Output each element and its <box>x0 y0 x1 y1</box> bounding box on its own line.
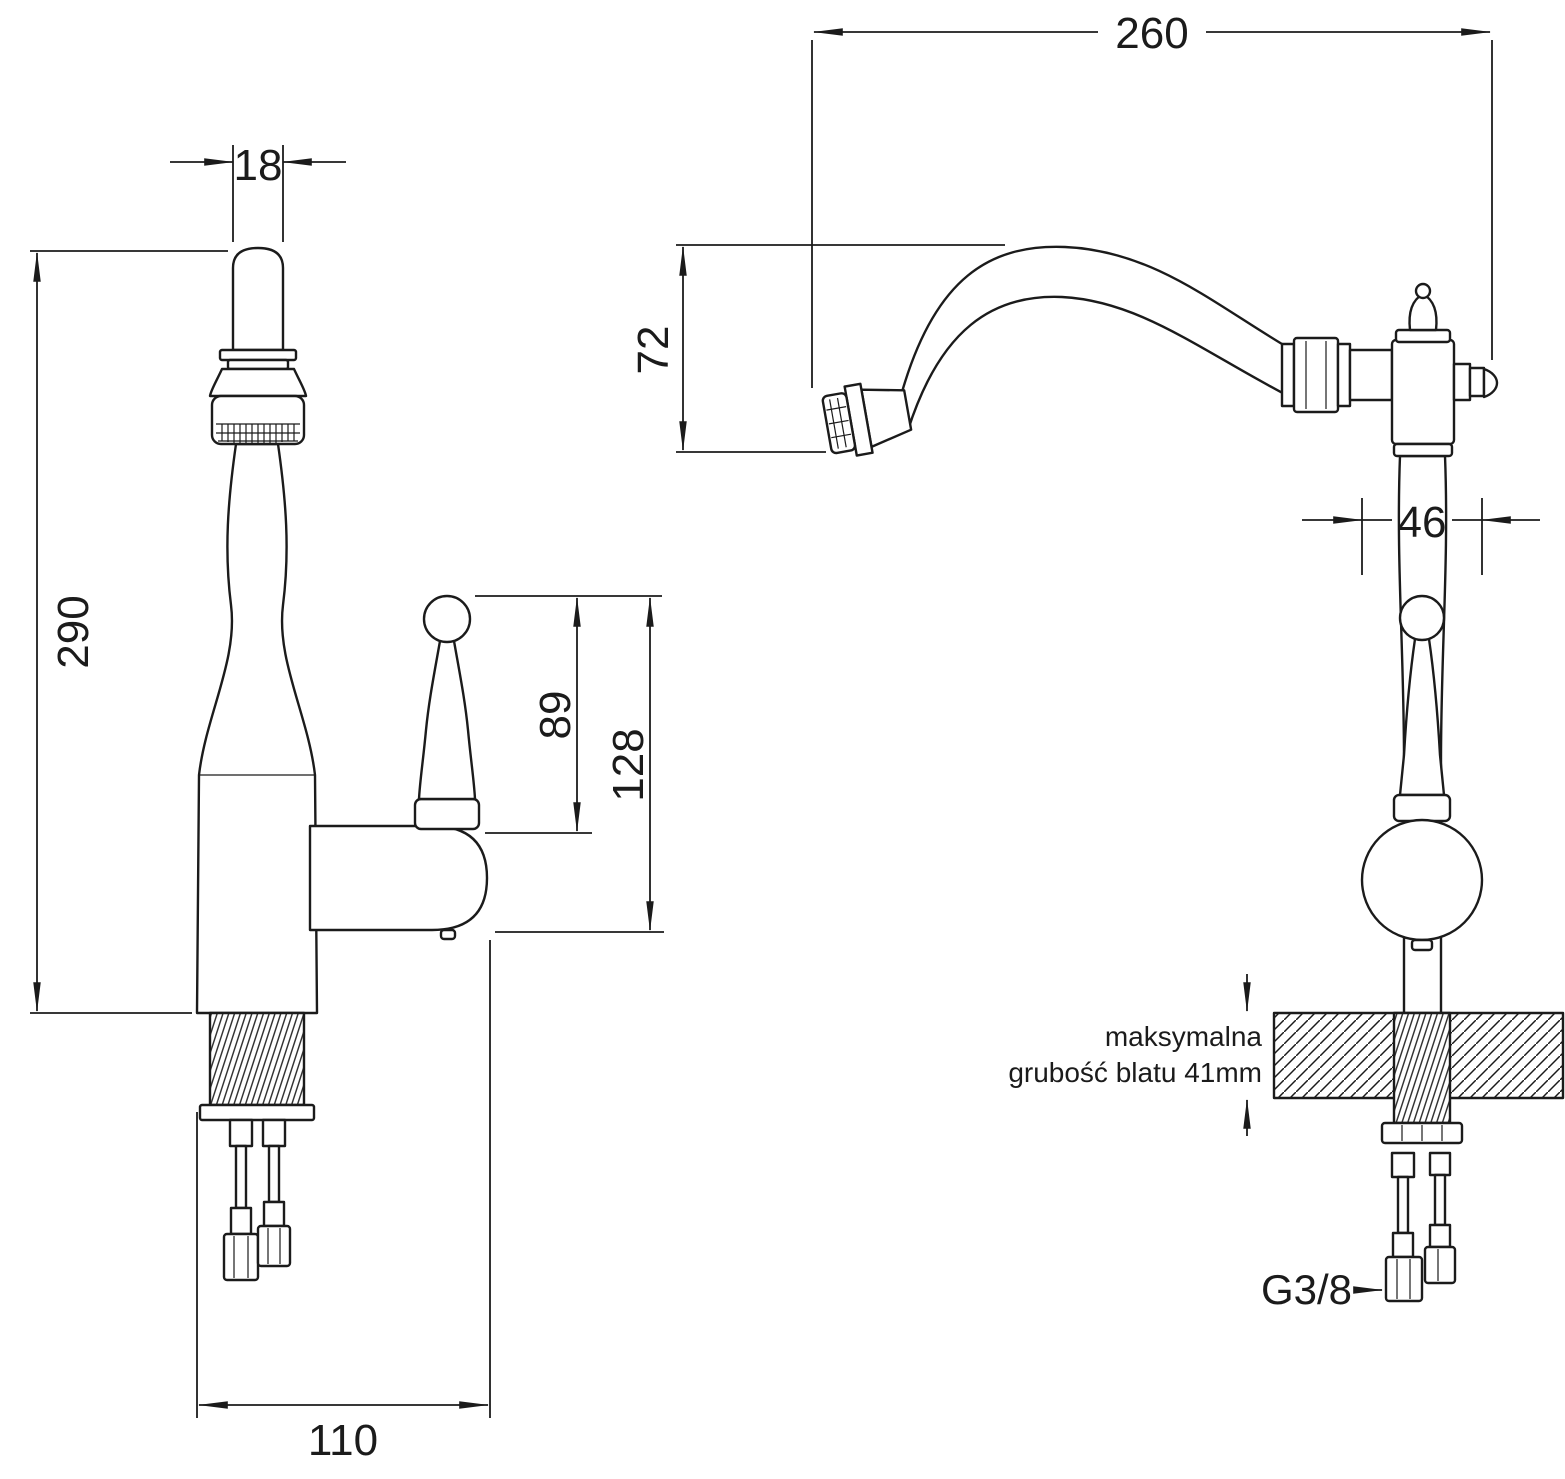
dim-handle-to-base: 128 <box>495 596 664 933</box>
dim-label-260: 260 <box>1115 9 1188 58</box>
front-view: 260 72 46 maksymalna grubość blatu 41mm <box>629 9 1565 1313</box>
handle-front <box>1360 594 1484 952</box>
dim-body-width: 46 <box>1302 498 1540 575</box>
mounting-plate-side <box>198 1103 316 1122</box>
dim-label-72: 72 <box>629 326 678 375</box>
body-sphere <box>1360 818 1484 942</box>
finial <box>1408 292 1438 332</box>
sphere-nub <box>1410 938 1434 952</box>
countertop-note-line2: grubość blatu 41mm <box>1008 1057 1262 1088</box>
handle-ball-front <box>1398 594 1446 642</box>
supply-hose-left <box>1384 1151 1424 1303</box>
dim-label-128: 128 <box>604 728 653 801</box>
handle-flange-front <box>1392 793 1452 823</box>
side-cap-knob <box>1482 367 1499 399</box>
dim-total-height: 290 <box>30 250 228 1014</box>
spout-tube-front <box>900 245 1294 432</box>
side-view-faucet <box>195 246 489 1282</box>
side-view: 18 290 89 128 110 <box>30 141 664 1465</box>
dim-base-depth: 110 <box>196 940 491 1465</box>
mounting-nut-front <box>1380 1121 1464 1145</box>
tee-bottom-flange <box>1392 442 1454 458</box>
handle-flange-side <box>413 797 481 831</box>
spout-collar-b <box>226 358 290 371</box>
front-view-faucet <box>821 245 1499 1303</box>
spout-outlet <box>821 382 913 457</box>
tee-cylinder <box>1390 338 1456 446</box>
tee-top-flange <box>1394 328 1452 344</box>
housing-nub <box>439 928 457 941</box>
threaded-shank-front <box>1392 1011 1452 1125</box>
spout-collar-rings <box>1280 336 1394 414</box>
mounting-stud-front <box>1423 1151 1457 1285</box>
handle-ball-side <box>422 594 472 644</box>
dim-label-290: 290 <box>49 595 98 668</box>
thread-size-label: G3/8 <box>1261 1266 1352 1313</box>
dim-spout-drop: 72 <box>629 244 1005 453</box>
dim-label-18: 18 <box>234 141 283 190</box>
dim-label-89: 89 <box>531 691 580 740</box>
dim-label-110: 110 <box>308 1416 378 1465</box>
aerator-mesh <box>216 423 300 443</box>
mounting-stud-right <box>256 1118 292 1268</box>
handle-stem-side <box>417 639 477 801</box>
finial-tip <box>1414 282 1432 300</box>
thread-size-annotation: G3/8 <box>1261 1266 1384 1313</box>
threaded-shank-side <box>208 1011 306 1107</box>
dim-spout-diameter: 18 <box>170 141 346 242</box>
dim-handle-height: 89 <box>475 595 662 834</box>
spout-tube-side <box>231 246 285 352</box>
mounting-stud-left <box>222 1118 260 1282</box>
dim-label-46: 46 <box>1398 498 1447 547</box>
spout-collar-a <box>218 348 298 362</box>
spout-bell <box>208 367 308 398</box>
countertop-note-line1: maksymalna <box>1105 1021 1263 1052</box>
aerator-body <box>210 394 306 446</box>
dim-spout-reach: 260 <box>811 9 1493 388</box>
handle-housing-side <box>308 824 489 932</box>
side-cap-b <box>1468 366 1486 398</box>
side-cap-a <box>1452 362 1472 402</box>
countertop-thickness-annotation: maksymalna grubość blatu 41mm <box>1008 974 1262 1136</box>
faucet-body-side <box>195 442 319 1015</box>
body-tee <box>1390 282 1499 458</box>
outlet-mesh <box>826 397 852 449</box>
